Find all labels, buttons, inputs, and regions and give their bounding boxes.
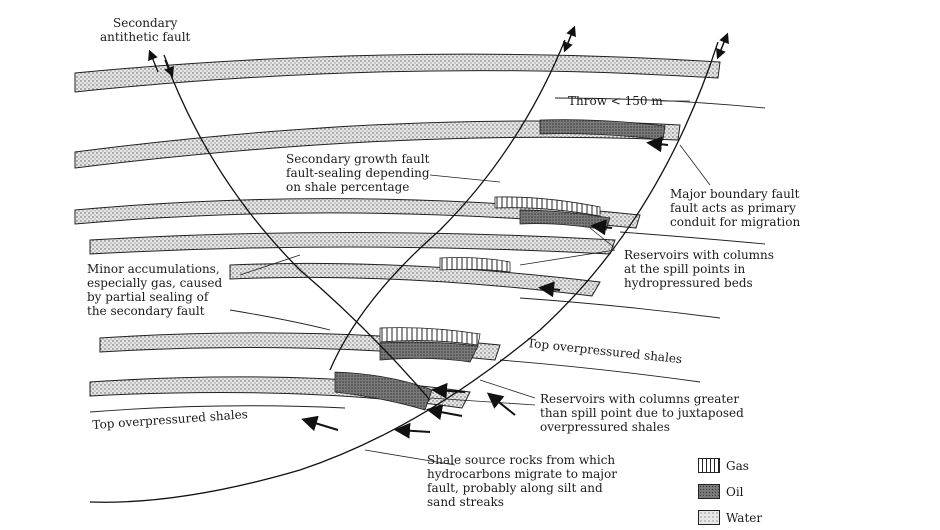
sand-bed-1 — [74, 53, 721, 93]
legend-item-gas: Gas — [698, 458, 749, 473]
faults — [89, 39, 719, 503]
fault-arrow-antithetic-down — [163, 54, 174, 78]
migration-arrows — [301, 136, 669, 439]
label-secondary-growth-fault: Secondary growth fault fault-sealing dep… — [286, 152, 430, 194]
water-swatch — [698, 510, 720, 525]
gas-accumulation-middle — [439, 257, 511, 273]
fault-motion-arrows — [148, 25, 729, 78]
legend-item-oil: Oil — [698, 484, 744, 499]
legend-item-water: Water — [698, 510, 762, 525]
legend-label-gas: Gas — [726, 458, 749, 473]
gas-accumulation-lower — [379, 327, 481, 346]
label-major-boundary-fault: Major boundary fault fault acts as prima… — [670, 187, 801, 229]
oil-accumulation-upper — [539, 119, 666, 141]
leader-lines — [239, 100, 711, 466]
fault-arrow-major-down — [716, 36, 727, 60]
gas-swatch — [698, 458, 720, 473]
major-boundary-fault — [89, 41, 719, 503]
secondary-antithetic-fault — [164, 59, 431, 401]
label-shale-source: Shale source rocks from which hydrocarbo… — [427, 453, 617, 509]
accumulations — [334, 119, 666, 411]
oil-accumulation-lower — [379, 341, 479, 363]
sand-bed-2 — [74, 120, 681, 169]
legend-label-water: Water — [726, 510, 763, 525]
label-reservoirs-greater: Reservoirs with columns greater than spi… — [540, 392, 744, 434]
label-throw: Throw < 150 m — [568, 94, 663, 108]
oil-accumulation-deep — [334, 371, 433, 411]
fault-arrow-antithetic-up — [148, 49, 159, 73]
legend-label-oil: Oil — [726, 484, 744, 499]
label-minor-accumulations: Minor accumulations, especially gas, cau… — [87, 262, 223, 318]
label-secondary-antithetic-fault: Secondary antithetic fault — [100, 16, 191, 44]
gas-accumulation-upper — [494, 196, 601, 217]
secondary-growth-fault — [329, 39, 566, 371]
oil-swatch — [698, 484, 720, 499]
sand-bed-5 — [229, 262, 601, 297]
sand-bed-4 — [89, 232, 616, 255]
label-reservoirs-spill-points: Reservoirs with columns at the spill poi… — [624, 248, 774, 290]
boundary-lines — [89, 97, 766, 413]
fault-arrow-growth-down — [563, 29, 574, 53]
